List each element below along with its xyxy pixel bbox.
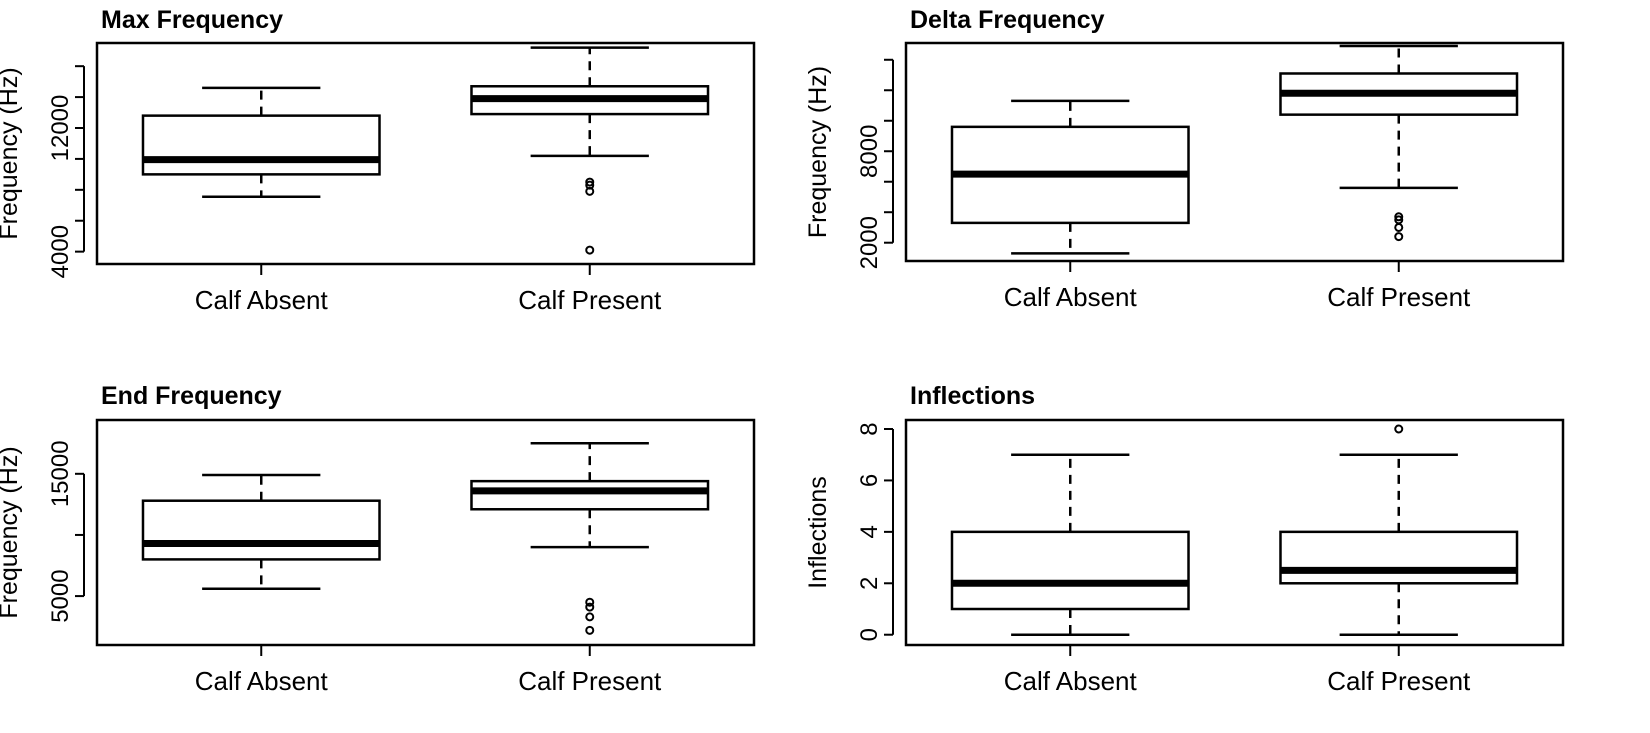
x-category-label: Calf Absent <box>195 666 329 696</box>
chart-title: Delta Frequency <box>910 6 1105 34</box>
iqr-box <box>141 114 381 176</box>
plot-frame <box>95 418 756 647</box>
chart-title: Max Frequency <box>101 6 284 34</box>
y-tick-label: 8000 <box>856 125 883 178</box>
outlier-point <box>585 597 595 607</box>
outlier-point <box>1394 212 1404 222</box>
y-tick-label: 6 <box>856 474 883 487</box>
outlier-point <box>1394 215 1404 225</box>
iqr-box <box>1279 530 1519 585</box>
y-axis-label: Inflections <box>804 476 832 589</box>
y-tick-label: 2000 <box>856 216 883 269</box>
x-category-label: Calf Absent <box>1004 282 1138 312</box>
iqr-box <box>141 499 381 561</box>
y-axis-label: Frequency (Hz) <box>0 446 23 618</box>
y-tick-label: 4000 <box>47 225 74 278</box>
y-tick-label: 12000 <box>47 95 74 162</box>
y-tick-label: 0 <box>856 628 883 641</box>
x-category-label: Calf Absent <box>1004 666 1138 696</box>
outlier-point <box>585 180 595 190</box>
x-category-label: Calf Present <box>518 285 662 315</box>
outlier-point <box>1394 424 1404 434</box>
y-tick-label: 15000 <box>47 440 74 507</box>
plot-frame <box>95 41 756 266</box>
x-category-label: Calf Present <box>1327 282 1471 312</box>
iqr-box <box>950 530 1190 611</box>
outlier-point <box>585 245 595 255</box>
y-tick-label: 5000 <box>47 569 74 622</box>
chart-title: Inflections <box>910 382 1036 410</box>
x-category-label: Calf Present <box>518 666 662 696</box>
y-tick-label: 8 <box>856 422 883 435</box>
x-category-label: Calf Present <box>1327 666 1471 696</box>
outlier-point <box>585 177 595 187</box>
y-axis-label: Frequency (Hz) <box>0 67 23 239</box>
y-tick-label: 2 <box>856 577 883 590</box>
outlier-point <box>585 625 595 635</box>
plot-frame <box>904 41 1565 263</box>
y-tick-label: 4 <box>856 525 883 538</box>
outlier-point <box>1394 232 1404 242</box>
iqr-box <box>470 479 710 511</box>
chart-title: End Frequency <box>101 382 282 410</box>
plot-frame <box>904 418 1565 647</box>
outlier-point <box>585 602 595 612</box>
y-axis-label: Frequency (Hz) <box>804 66 832 238</box>
outlier-point <box>585 612 595 622</box>
x-category-label: Calf Absent <box>195 285 329 315</box>
